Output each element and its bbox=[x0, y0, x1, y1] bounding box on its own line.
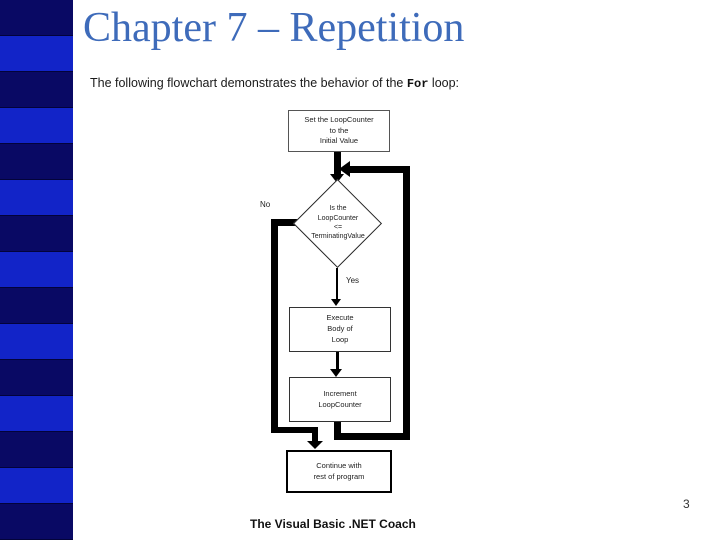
flowchart-node-execute: Execute Body of Loop bbox=[289, 307, 391, 352]
node-text-line: Is the bbox=[329, 205, 347, 213]
page-number: 3 bbox=[683, 497, 690, 511]
no-branch-bottom-segment bbox=[271, 427, 318, 433]
node-text-line: Initial Value bbox=[319, 136, 359, 146]
flowchart-node-condition: Is the LoopCounter <= TerminatingValue bbox=[290, 187, 386, 259]
connector-increment-exit bbox=[334, 422, 341, 440]
arrowhead-down-icon bbox=[307, 441, 323, 449]
no-branch-horizontal-segment bbox=[271, 219, 297, 226]
node-text-line: Execute bbox=[326, 313, 354, 323]
slide-subtitle: The following flowchart demonstrates the… bbox=[90, 76, 650, 91]
node-text-line: Body of bbox=[327, 324, 353, 334]
subtitle-text-suffix: loop: bbox=[428, 76, 460, 90]
node-text-line: Set the LoopCounter bbox=[304, 114, 374, 124]
flowchart-node-increment: Increment LoopCounter bbox=[289, 377, 391, 422]
flowchart-node-continue: Continue with rest of program bbox=[286, 450, 392, 493]
connector-init-to-condition bbox=[334, 152, 341, 178]
arrowhead-down-icon bbox=[331, 299, 341, 306]
arrowhead-down-icon bbox=[330, 174, 344, 183]
node-text-line: rest of program bbox=[313, 471, 365, 481]
subtitle-text: The following flowchart demonstrates the… bbox=[90, 76, 407, 90]
node-text-line: TerminatingValue bbox=[311, 233, 365, 241]
footer-text: The Visual Basic .NET Coach bbox=[250, 517, 416, 531]
connector-execute-to-increment bbox=[336, 352, 339, 370]
node-text-line: Increment bbox=[323, 388, 357, 398]
loopback-bottom-segment bbox=[335, 433, 410, 440]
loopback-right-segment bbox=[403, 166, 410, 440]
yes-branch-arrow-shaft bbox=[336, 268, 338, 300]
page-title: Chapter 7 – Repetition bbox=[83, 5, 465, 51]
node-text-line: to the bbox=[329, 125, 349, 135]
arrowhead-left-icon bbox=[339, 161, 350, 177]
sidebar-stripe-decoration bbox=[0, 0, 73, 540]
node-text-line: LoopCounter bbox=[317, 214, 359, 222]
no-branch-arrow-shaft bbox=[312, 430, 318, 442]
edge-label-no: No bbox=[260, 200, 271, 209]
node-text-line: <= bbox=[333, 224, 343, 231]
flowchart-node-init: Set the LoopCounter to the Initial Value bbox=[288, 110, 390, 152]
arrowhead-down-icon bbox=[330, 369, 342, 377]
subtitle-code-keyword: For bbox=[406, 77, 429, 91]
node-text-line: Continue with bbox=[316, 460, 362, 470]
node-text-line: Loop bbox=[331, 334, 349, 344]
node-text-line: LoopCounter bbox=[318, 399, 362, 409]
no-branch-vertical-segment bbox=[271, 219, 278, 433]
edge-label-yes: Yes bbox=[346, 276, 360, 285]
loopback-top-segment bbox=[349, 166, 410, 173]
